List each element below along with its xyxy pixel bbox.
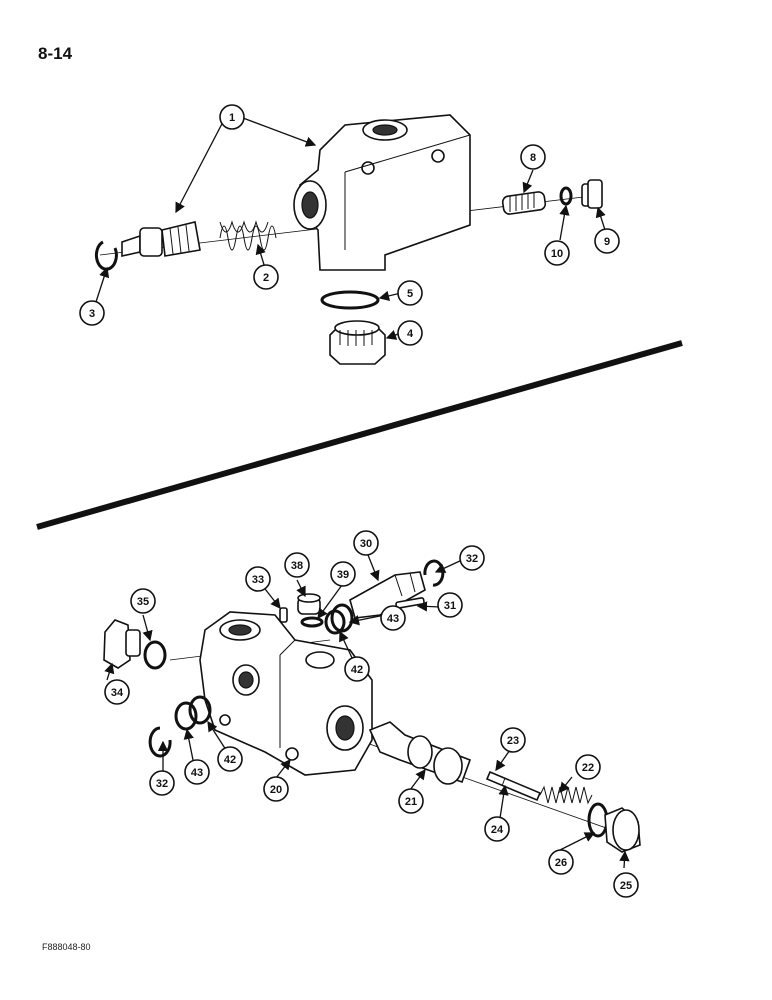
callout-bottom-1: 21	[398, 788, 424, 814]
callout-top-4: 5	[397, 280, 423, 306]
callout-label: 43	[387, 613, 399, 625]
o-ring-35	[143, 640, 167, 670]
callout-bottom-8: 31	[437, 592, 463, 618]
callout-bottom-3: 23	[500, 727, 526, 753]
callout-bottom-17: 32	[149, 770, 175, 796]
callout-label: 43	[191, 767, 203, 779]
callout-bottom-19: 43	[184, 759, 210, 785]
callout-label: 24	[491, 824, 504, 836]
figure-code: F888048-80	[42, 942, 91, 952]
callout-label: 33	[252, 574, 264, 586]
callout-label: 8	[530, 152, 536, 164]
spring-top	[219, 220, 277, 251]
callout-bottom-2: 22	[575, 754, 601, 780]
callout-label: 23	[507, 735, 519, 747]
bottom-assembly	[103, 554, 641, 869]
spool-top	[121, 221, 201, 257]
top-assembly	[94, 114, 606, 365]
plug-4	[329, 320, 386, 365]
callout-label: 32	[156, 778, 168, 790]
callout-bottom-15: 42	[344, 656, 370, 682]
callout-label: 42	[351, 664, 363, 676]
plug-38	[297, 593, 321, 615]
callout-label: 32	[466, 553, 478, 565]
callout-label: 10	[551, 248, 563, 260]
callout-bottom-10: 33	[245, 566, 271, 592]
callout-top-1: 2	[253, 264, 279, 290]
callout-top-2: 3	[79, 300, 105, 326]
callout-label: 22	[582, 762, 594, 774]
callout-top-0: 1	[219, 104, 245, 130]
ring-42-right	[324, 609, 346, 635]
callout-top-6: 9	[594, 228, 620, 254]
callout-label: 21	[405, 796, 417, 808]
callout-top-5: 8	[520, 144, 546, 170]
spring-22	[539, 785, 593, 805]
spool-21	[368, 721, 472, 785]
callout-label: 35	[137, 596, 149, 608]
pin-33	[279, 607, 288, 623]
callout-label: 30	[360, 538, 372, 550]
callout-label: 26	[555, 857, 567, 869]
plug-34	[103, 619, 141, 669]
o-ring-26	[587, 802, 609, 838]
callout-label: 1	[229, 112, 235, 124]
o-ring-5	[320, 290, 380, 310]
valve-body-bottom	[199, 611, 373, 776]
callout-bottom-7: 30	[353, 530, 379, 556]
callout-bottom-14: 39	[330, 561, 356, 587]
callout-bottom-16: 43	[380, 605, 406, 631]
callout-bottom-6: 26	[548, 849, 574, 875]
callout-top-7: 10	[544, 240, 570, 266]
callout-label: 4	[407, 328, 414, 340]
page-number: 8-14	[38, 44, 73, 63]
callout-bottom-5: 25	[613, 872, 639, 898]
callout-label: 5	[407, 288, 413, 300]
section-divider	[36, 340, 683, 530]
ring-42-left	[188, 695, 212, 725]
callout-label: 9	[604, 236, 610, 248]
callout-label: 38	[291, 560, 303, 572]
ring-43-left	[174, 701, 198, 731]
plug-9	[581, 179, 603, 209]
snap-ring-top	[94, 240, 118, 271]
snap-ring-32-right	[423, 559, 445, 587]
snap-ring-32-left	[148, 726, 172, 758]
callout-label: 39	[337, 569, 349, 581]
callout-bottom-4: 24	[484, 816, 510, 842]
callout-top-3: 4	[397, 320, 423, 346]
callout-layer: 1234589102021222324252630313233343538394…	[79, 104, 639, 898]
callout-bottom-9: 32	[459, 545, 485, 571]
callout-label: 31	[444, 600, 456, 612]
callout-bottom-18: 42	[217, 746, 243, 772]
callout-label: 42	[224, 754, 236, 766]
callout-label: 20	[270, 784, 282, 796]
callout-label: 3	[89, 308, 95, 320]
filter-8	[501, 191, 547, 215]
pin-31	[395, 597, 425, 609]
callout-bottom-13: 38	[284, 552, 310, 578]
callout-label: 2	[263, 272, 269, 284]
callout-bottom-0: 20	[263, 776, 289, 802]
callout-label: 25	[620, 880, 632, 892]
callout-bottom-12: 35	[130, 588, 156, 614]
valve-body-top	[293, 114, 471, 271]
callout-bottom-11: 34	[104, 679, 130, 705]
o-ring-39	[300, 616, 324, 628]
plug-25	[604, 807, 641, 853]
rod-23	[485, 770, 542, 802]
callout-label: 34	[111, 687, 124, 699]
o-ring-10	[559, 186, 573, 206]
